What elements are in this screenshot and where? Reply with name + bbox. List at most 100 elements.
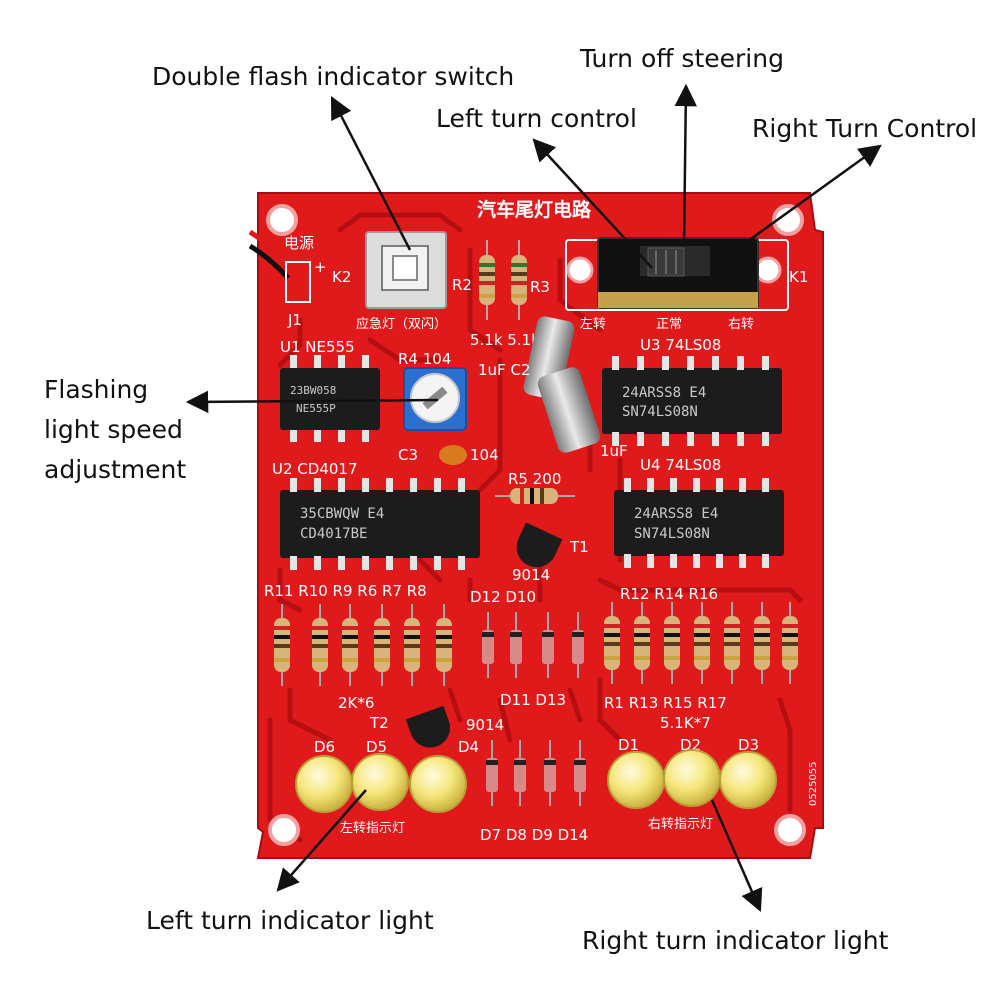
arrow-flash-speed [185,390,439,414]
mounting-holes [266,204,806,846]
left-turn-leds: D6 D5 左转指示灯 [295,738,467,836]
diode-top-2 [510,612,522,678]
resistor-right-5 [724,602,740,684]
switch-normal-label: 正常 [656,317,682,332]
label-d4: D4 [458,738,479,756]
switch-right-label: 右转 [728,317,754,332]
t2-value: 9014 [466,716,504,734]
callout-left-turn-control: Left turn control [436,104,637,133]
u2-pins-bottom [290,556,465,570]
led-d4 [409,755,467,813]
resistor-array-left [274,604,452,686]
label-u3: U3 74LS08 [640,336,721,354]
resistor-left-2 [312,604,328,686]
u3-marking-top: 24ARSS8 E4 [622,385,706,401]
resistor-right-6 [754,602,770,684]
resistor-labels-right-bottom: R1 R13 R15 R17 [604,694,727,712]
u2-marking-top: 35CBWQW E4 [300,506,384,522]
resistor-right-7 [782,602,798,684]
transistor-t2: T2 9014 D4 [369,705,504,756]
diode-bottom-3 [544,740,556,806]
resistors-r2-r3: R2 R3 5.1k 5.1k [452,240,550,349]
resistor-array-right [604,602,798,684]
resistor-left-1 [274,604,290,686]
diode-bottom-2 [514,740,526,806]
resistor-right-3 [664,602,680,684]
right-turn-leds: D1 D2 D3 右转指示灯 [607,736,777,832]
arrow-turn-off [674,83,697,247]
diode-labels-top: D12 D10 [470,588,536,606]
u2-marking-bottom: CD4017BE [300,526,367,542]
diode-labels-bottom: D7 D8 D9 D14 [480,826,588,844]
right-leds-label: 右转指示灯 [648,817,713,832]
label-d6: D6 [314,738,335,756]
steering-switch-k1: K1 左转 正常 右转 [565,237,808,332]
u4-marking-bottom: SN74LS08N [634,526,710,542]
chip-u2-cd4017: U2 CD4017 35CBWQW E4 CD4017BE [272,460,480,558]
callout-flash-speed-adjustment: Flashing light speed adjustment [44,375,187,484]
chip-u4-74ls08: U4 74LS08 24ARSS8 E4 SN74LS08N [614,456,784,556]
c3-value: 104 [470,446,499,464]
u1-marking-top: 23BW058 [290,384,336,397]
resistor-left-4 [374,604,390,686]
r2-r3-values: 5.1k 5.1k [470,331,540,349]
label-u1: U1 NE555 [280,338,355,356]
u3-marking-bottom: SN74LS08N [622,404,698,420]
diode-top-3 [542,612,554,678]
diode-labels-mid: D11 D13 [500,691,566,709]
resistor-labels-right-top: R12 R14 R16 [620,585,718,603]
label-t2: T2 [369,714,389,732]
callout-arrows [185,83,882,913]
board-title: 汽车尾灯电路 [477,198,592,221]
resistor-value-left: 2K*6 [338,694,374,712]
callout-left-turn-indicator: Left turn indicator light [146,906,434,935]
resistor-right-2 [634,602,650,684]
diode-array [482,612,586,806]
callout-right-turn-control: Right Turn Control [752,114,978,143]
label-r5: R5 200 [508,470,561,488]
led-d1 [607,751,665,809]
label-k1: K1 [789,268,808,286]
label-r2: R2 [452,276,472,294]
arrow-left-control [532,138,653,269]
label-u2: U2 CD4017 [272,460,358,478]
arrow-left-light [276,789,367,892]
chip-u1-ne555: U1 NE555 23BW058 NE555P [280,338,380,442]
arrow-double-flash [330,95,412,251]
u4-marking-top: 24ARSS8 E4 [634,506,718,522]
resistor-left-3 [342,604,358,686]
diode-bottom-1 [486,740,498,806]
label-r3: R3 [530,278,550,296]
resistor-left-5 [404,604,420,686]
label-u4: U4 74LS08 [640,456,721,474]
label-c2: 1uF C2 [478,361,530,379]
diode-top-4 [572,612,584,678]
resistor-right-1 [604,602,620,684]
power-connector-j1: 电源 + J1 [248,229,327,329]
led-d3 [719,751,777,809]
label-t1: T1 [569,538,589,556]
hazard-label: 应急灯（双闪） [356,316,447,332]
callout-turn-off-steering: Turn off steering [580,44,784,73]
left-leds-label: 左转指示灯 [340,821,405,836]
arrow-right-control [715,144,882,266]
u1-marking-bottom: NE555P [296,402,336,415]
resistor-left-6 [436,604,452,686]
diode-top-1 [482,612,494,678]
arrow-right-light [710,799,763,913]
capacitors: 1uF C2 1uF [478,316,628,460]
label-k2: K2 [332,268,351,286]
resistor-value-right: 5.1K*7 [660,714,711,732]
u2-pins-top [290,478,465,492]
label-d3: D3 [738,736,759,754]
led-d5 [351,753,409,811]
label-r4: R4 104 [398,350,451,368]
double-flash-switch-k2: K2 应急灯（双闪） [332,231,447,332]
label-c3: C3 [398,446,418,464]
callout-double-flash-switch: Double flash indicator switch [152,62,515,91]
label-d1: D1 [618,736,639,754]
led-d2 [663,749,721,807]
board-code: 0525055 [808,761,819,806]
u4-pins-bottom [624,554,769,568]
